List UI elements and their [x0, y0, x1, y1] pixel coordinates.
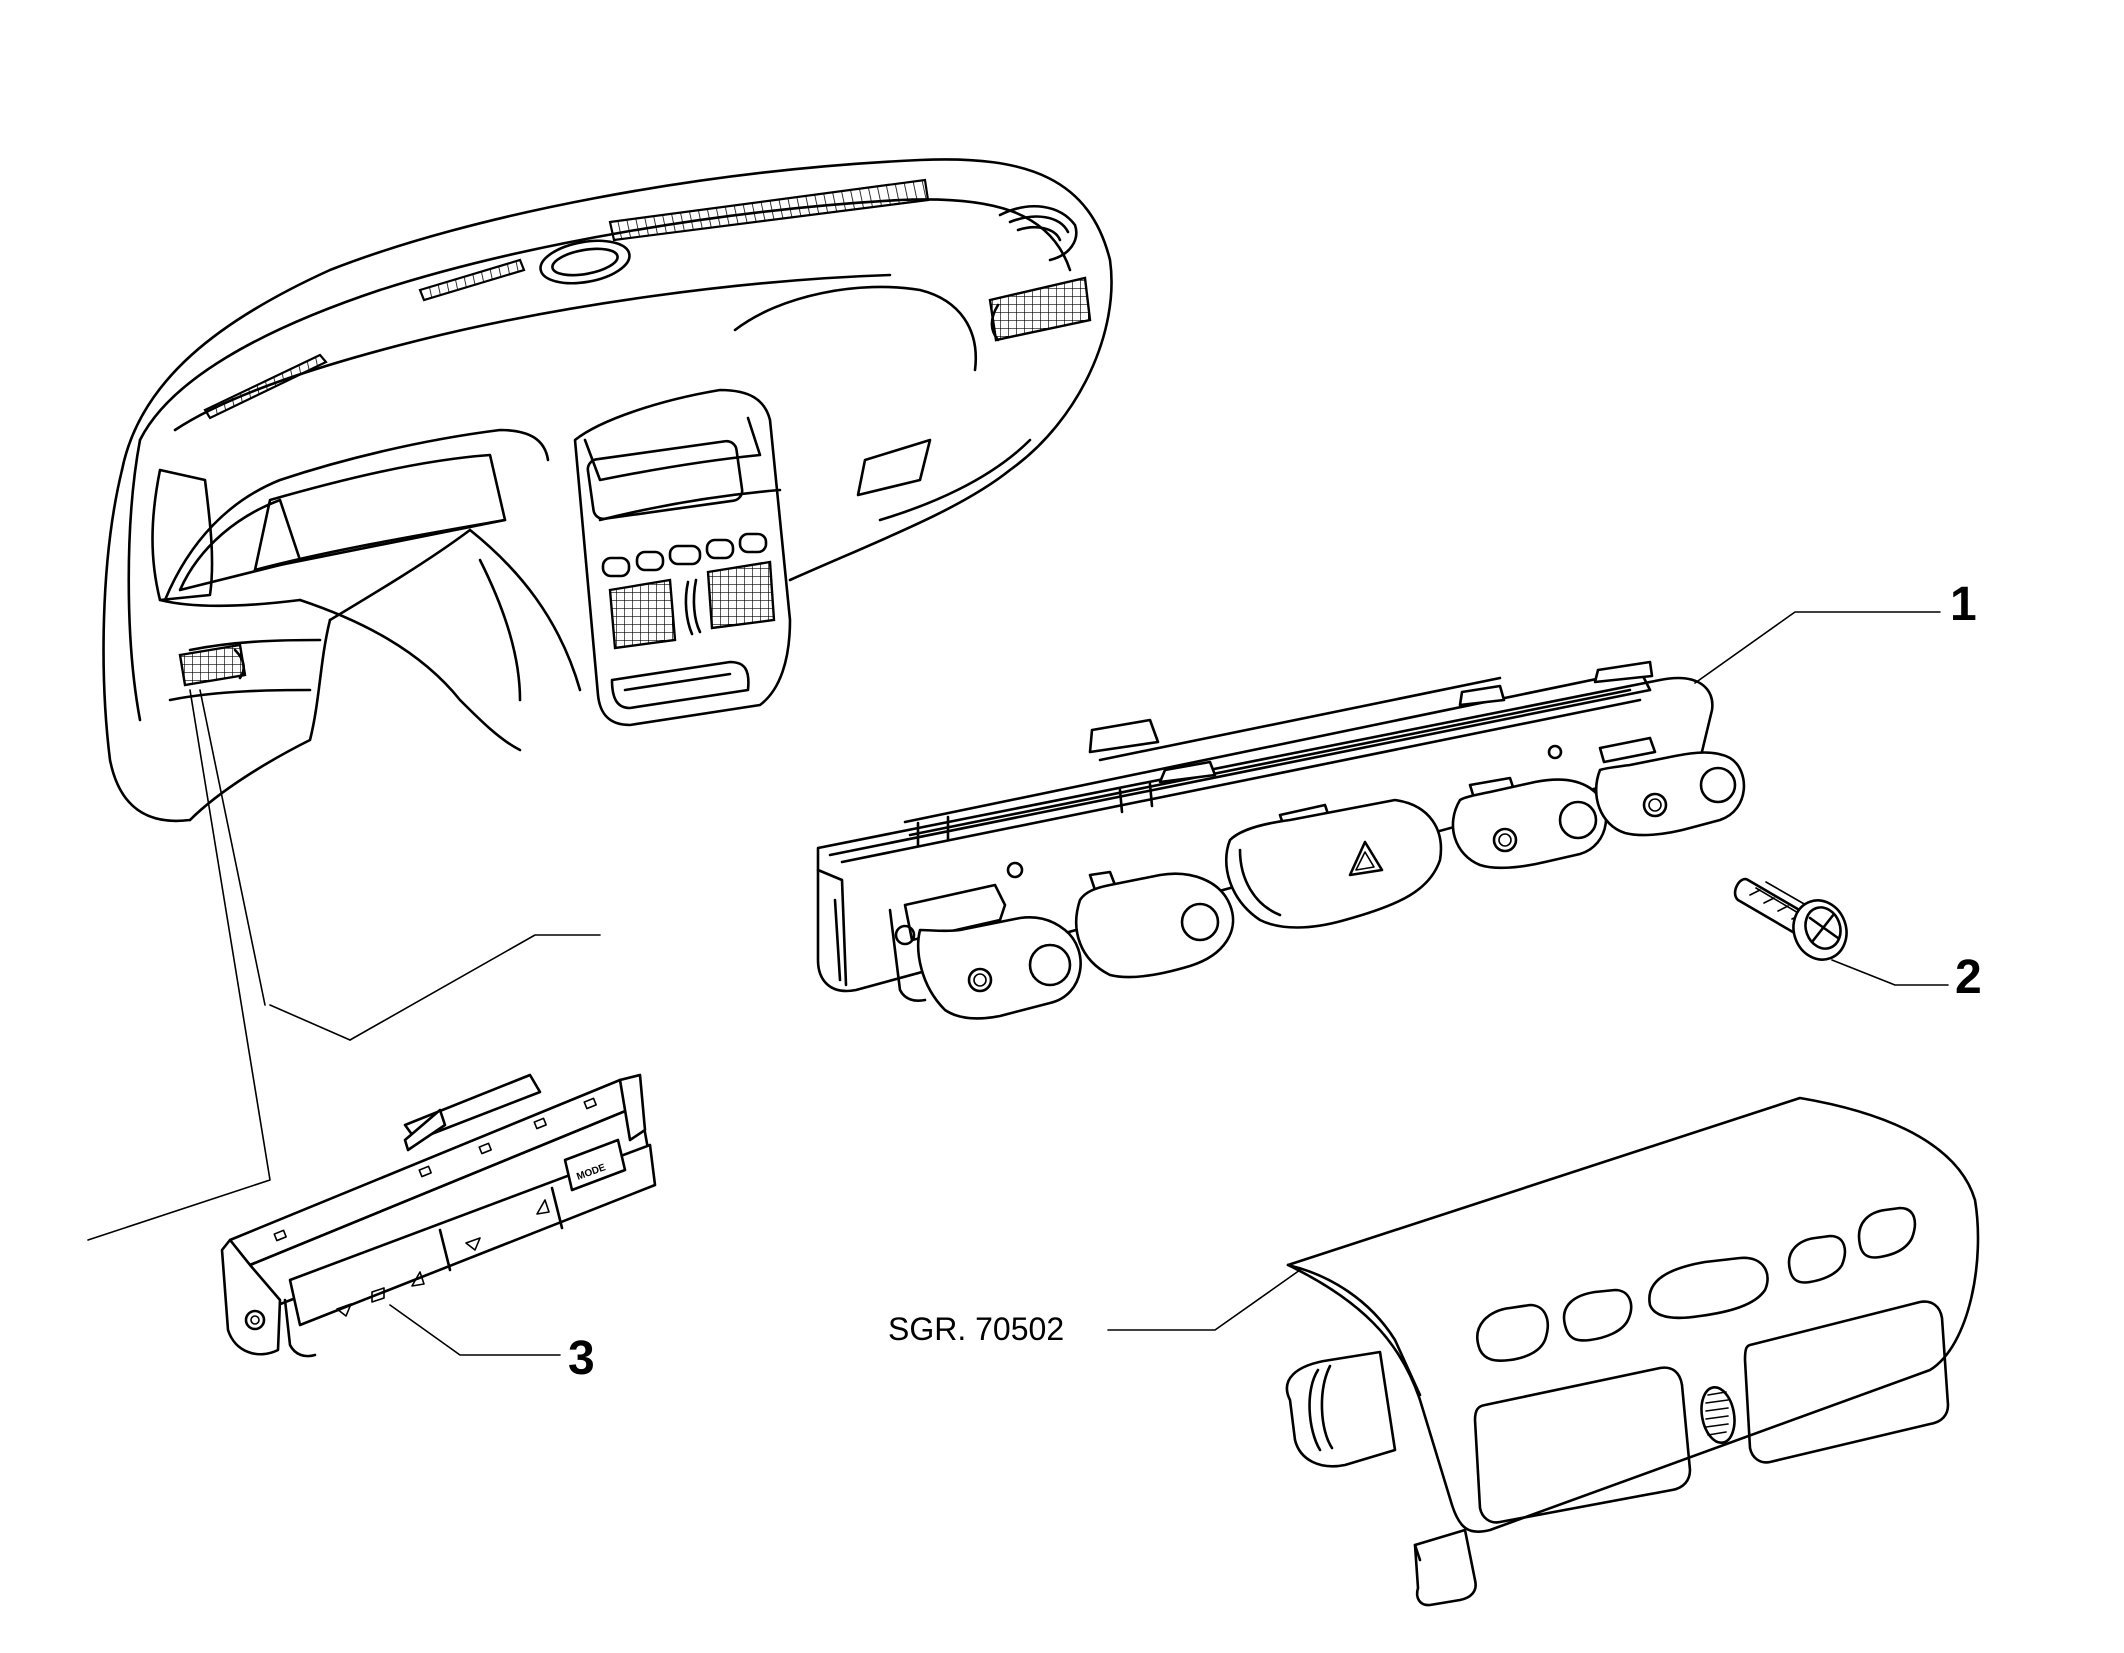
- callout-number-2: 2: [1955, 951, 1982, 1004]
- leader-line-3: [389, 1304, 561, 1356]
- callout-number-3: 3: [568, 1332, 595, 1385]
- switch-button-4: [1451, 776, 1608, 870]
- dashboard-leader-lines: [87, 689, 601, 1241]
- part-2-screw: [1733, 877, 1848, 961]
- part-1-switch-assembly: [816, 660, 1746, 1020]
- console-bezel: [1285, 1096, 1980, 1607]
- arrow-down-icon: [465, 1237, 481, 1251]
- callout-number-1: 1: [1950, 578, 1977, 631]
- arrow-up-icon: [536, 1199, 550, 1215]
- hazard-switch-button: [1225, 798, 1443, 929]
- arrow-down-icon: [336, 1303, 352, 1317]
- dashboard-overview: [102, 158, 1113, 823]
- reference-code-label: SGR. 70502: [888, 1311, 1064, 1347]
- leader-line-2: [1831, 959, 1949, 986]
- mode-button: MODE: [563, 1138, 627, 1192]
- screw-cross-icon: [1808, 912, 1840, 944]
- console-buttons: [601, 532, 768, 578]
- arrow-up-icon: [411, 1271, 425, 1287]
- leader-line-sgr: [1107, 1269, 1301, 1331]
- switch-button-5: [1594, 736, 1746, 837]
- switch-button-1: [903, 883, 1082, 1020]
- switch-button-2: [1075, 870, 1235, 979]
- leader-line-1: [1694, 611, 1941, 684]
- mirror-icon: [371, 1287, 385, 1303]
- mirror-adjust-right-group: [465, 1199, 550, 1251]
- mirror-adjust-left-group: [336, 1271, 425, 1317]
- part-3-switch-panel: MODE: [220, 1073, 657, 1358]
